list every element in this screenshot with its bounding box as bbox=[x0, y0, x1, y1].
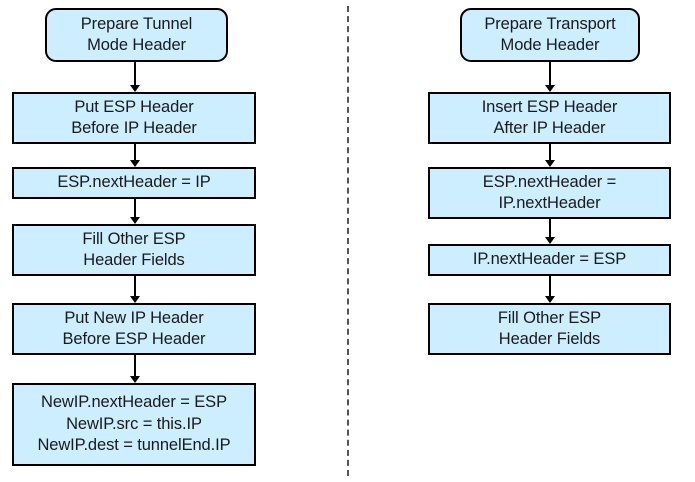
column-divider bbox=[347, 6, 349, 476]
arrowhead-icon bbox=[544, 237, 555, 244]
flow-arrow bbox=[129, 62, 140, 92]
arrow-shaft bbox=[549, 219, 551, 238]
arrow-shaft bbox=[134, 144, 136, 161]
arrow-shaft bbox=[134, 276, 136, 297]
flow-node-tunnel-step-1: Put ESP Header Before IP Header bbox=[12, 92, 256, 144]
arrowhead-icon bbox=[544, 85, 555, 92]
arrow-shaft bbox=[549, 62, 551, 86]
flow-arrow bbox=[129, 276, 140, 303]
arrow-shaft bbox=[134, 199, 136, 218]
flow-node-tunnel-step-5: NewIP.nextHeader = ESP NewIP.src = this.… bbox=[12, 383, 256, 466]
flow-arrow bbox=[129, 199, 140, 224]
arrowhead-icon bbox=[544, 296, 555, 303]
flow-node-tunnel-start: Prepare Tunnel Mode Header bbox=[45, 8, 228, 62]
arrow-shaft bbox=[134, 62, 136, 86]
flow-arrow bbox=[544, 62, 555, 92]
flow-node-tunnel-step-3: Fill Other ESP Header Fields bbox=[12, 224, 256, 276]
flow-node-transport-step-2: ESP.nextHeader = IP.nextHeader bbox=[428, 167, 671, 219]
flow-arrow bbox=[129, 144, 140, 167]
arrow-shaft bbox=[134, 355, 136, 377]
flow-node-transport-start: Prepare Transport Mode Header bbox=[460, 8, 640, 62]
flow-arrow bbox=[544, 144, 555, 167]
arrowhead-icon bbox=[129, 217, 140, 224]
arrowhead-icon bbox=[129, 85, 140, 92]
arrowhead-icon bbox=[129, 160, 140, 167]
arrowhead-icon bbox=[129, 296, 140, 303]
flow-node-transport-step-1: Insert ESP Header After IP Header bbox=[428, 92, 671, 144]
arrowhead-icon bbox=[129, 376, 140, 383]
arrow-shaft bbox=[549, 276, 551, 297]
flow-arrow bbox=[544, 276, 555, 303]
flow-node-transport-step-4: Fill Other ESP Header Fields bbox=[428, 303, 671, 355]
arrowhead-icon bbox=[544, 160, 555, 167]
arrow-shaft bbox=[549, 144, 551, 161]
flow-node-tunnel-step-2: ESP.nextHeader = IP bbox=[12, 167, 256, 199]
flow-node-tunnel-step-4: Put New IP Header Before ESP Header bbox=[12, 303, 256, 355]
flow-node-transport-step-3: IP.nextHeader = ESP bbox=[428, 244, 671, 276]
flow-arrow bbox=[544, 219, 555, 244]
flow-arrow bbox=[129, 355, 140, 383]
